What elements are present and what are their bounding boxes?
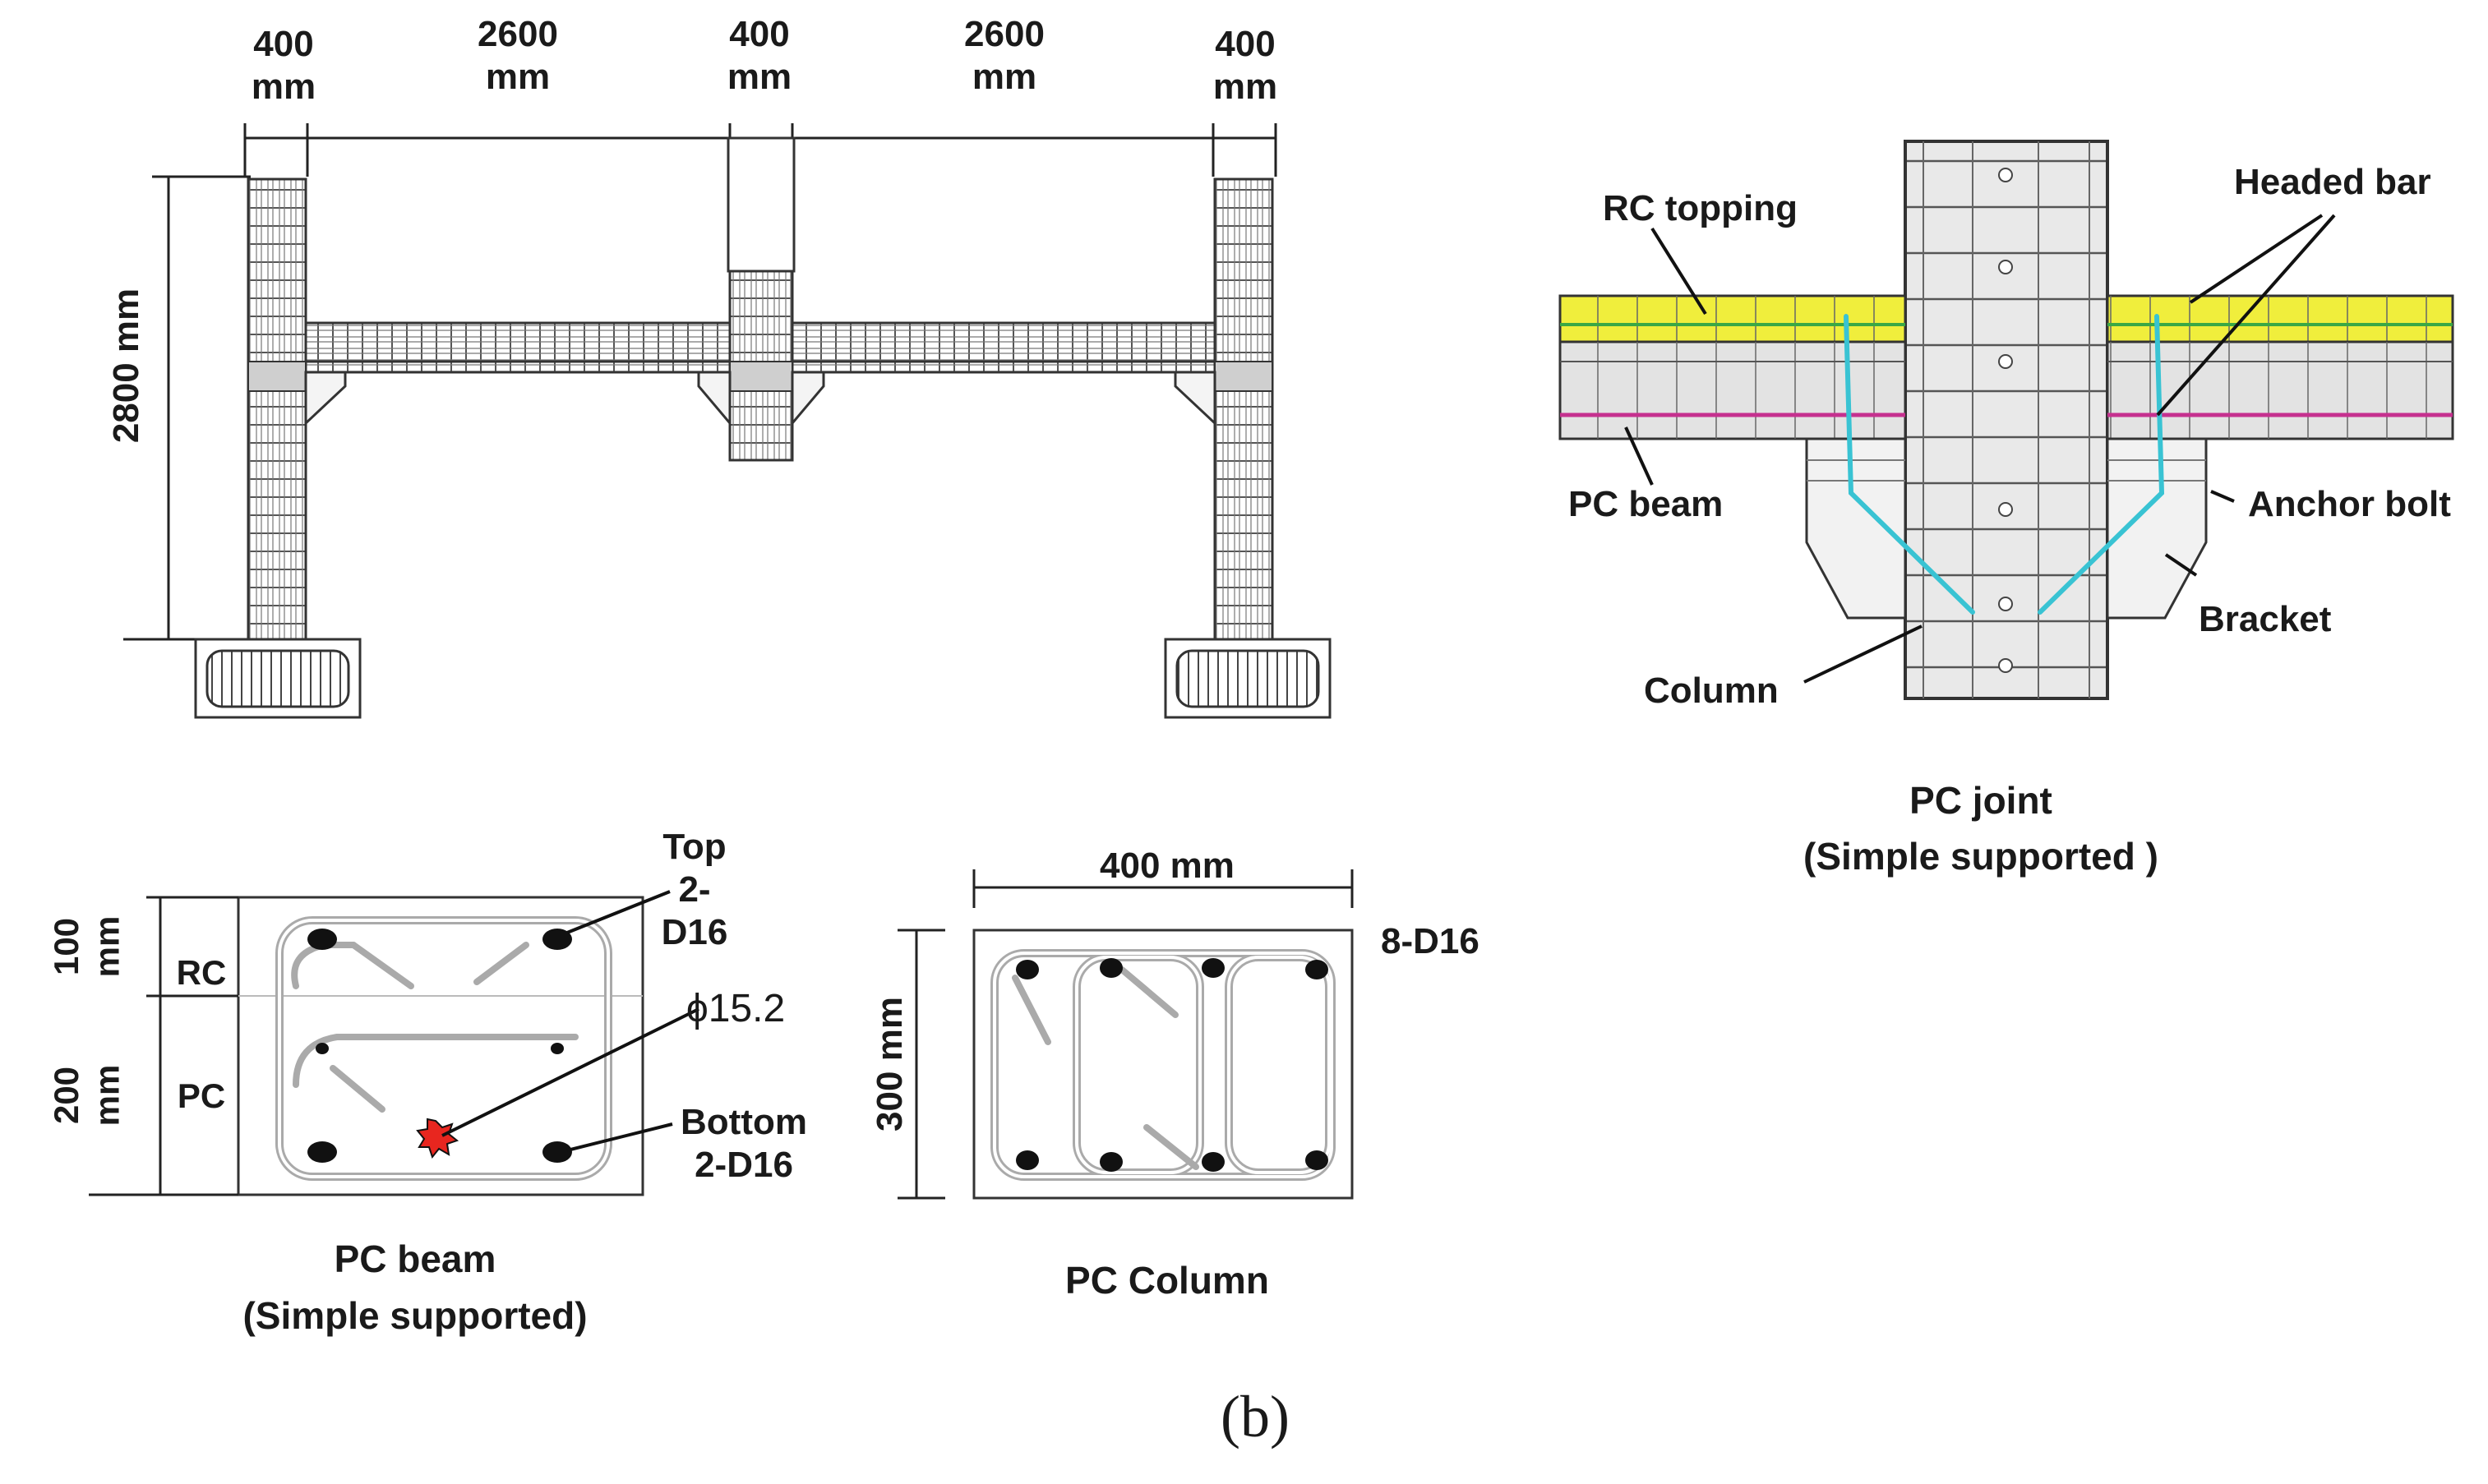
label-pc-beam-joint: PC beam [1568,484,1723,524]
label-column: Column [1644,671,1779,711]
beam-section-bars [307,929,572,1163]
frame-brackets [304,371,1216,427]
column-dim-width: 400 mm [1100,846,1235,886]
pc-joint-detail: RC topping Headed bar PC beam Anchor bol… [1558,140,2454,878]
beam-right [791,321,1216,374]
beam-section-leaders [441,890,699,1152]
column-section-dims [898,869,1354,1200]
joint-bracket-left [1805,437,1907,620]
joint-caption-line1: PC joint [1909,779,2052,822]
beam-caption-line1: PC beam [335,1237,496,1280]
strand-marker [416,1118,459,1159]
label-column-bars: 8-D16 [1381,921,1479,961]
beam-left [304,321,732,374]
joint-bracket-right [2106,437,2208,620]
label-anchor-bolt: Anchor bolt [2248,484,2451,524]
label-headed-bar: Headed bar [2234,162,2431,202]
beam-dim-bottom: 200mm [47,1065,127,1127]
joint-column [1904,140,2109,700]
beam-dim-top: 100mm [47,916,127,978]
column-dim-height: 300 mm [870,997,910,1131]
figure-label: (b) [1221,1384,1290,1449]
column-middle-top [727,136,796,273]
dim-height: 2800 mm [106,288,146,443]
label-bracket: Bracket [2199,599,2332,639]
pc-column-section: 400 mm 300 mm 8-D16 PC Column [870,846,1479,1302]
column-right [1213,177,1274,641]
column-section-bars [1016,958,1328,1172]
headed-bars [1844,314,2165,615]
joint-caption-line2: (Simple supported ) [1803,835,2158,878]
beam-zone-pc: PC [178,1076,225,1115]
joint-leaders [1624,214,2336,684]
column-caption: PC Column [1065,1259,1269,1302]
beam-caption-line2: (Simple supported) [242,1294,587,1337]
beam-zone-rc: RC [177,953,227,992]
label-strand: ϕ15.2 [686,987,785,1030]
label-rc-topping: RC topping [1603,188,1798,228]
column-left [247,177,307,641]
beam-section-dims [89,896,238,1196]
